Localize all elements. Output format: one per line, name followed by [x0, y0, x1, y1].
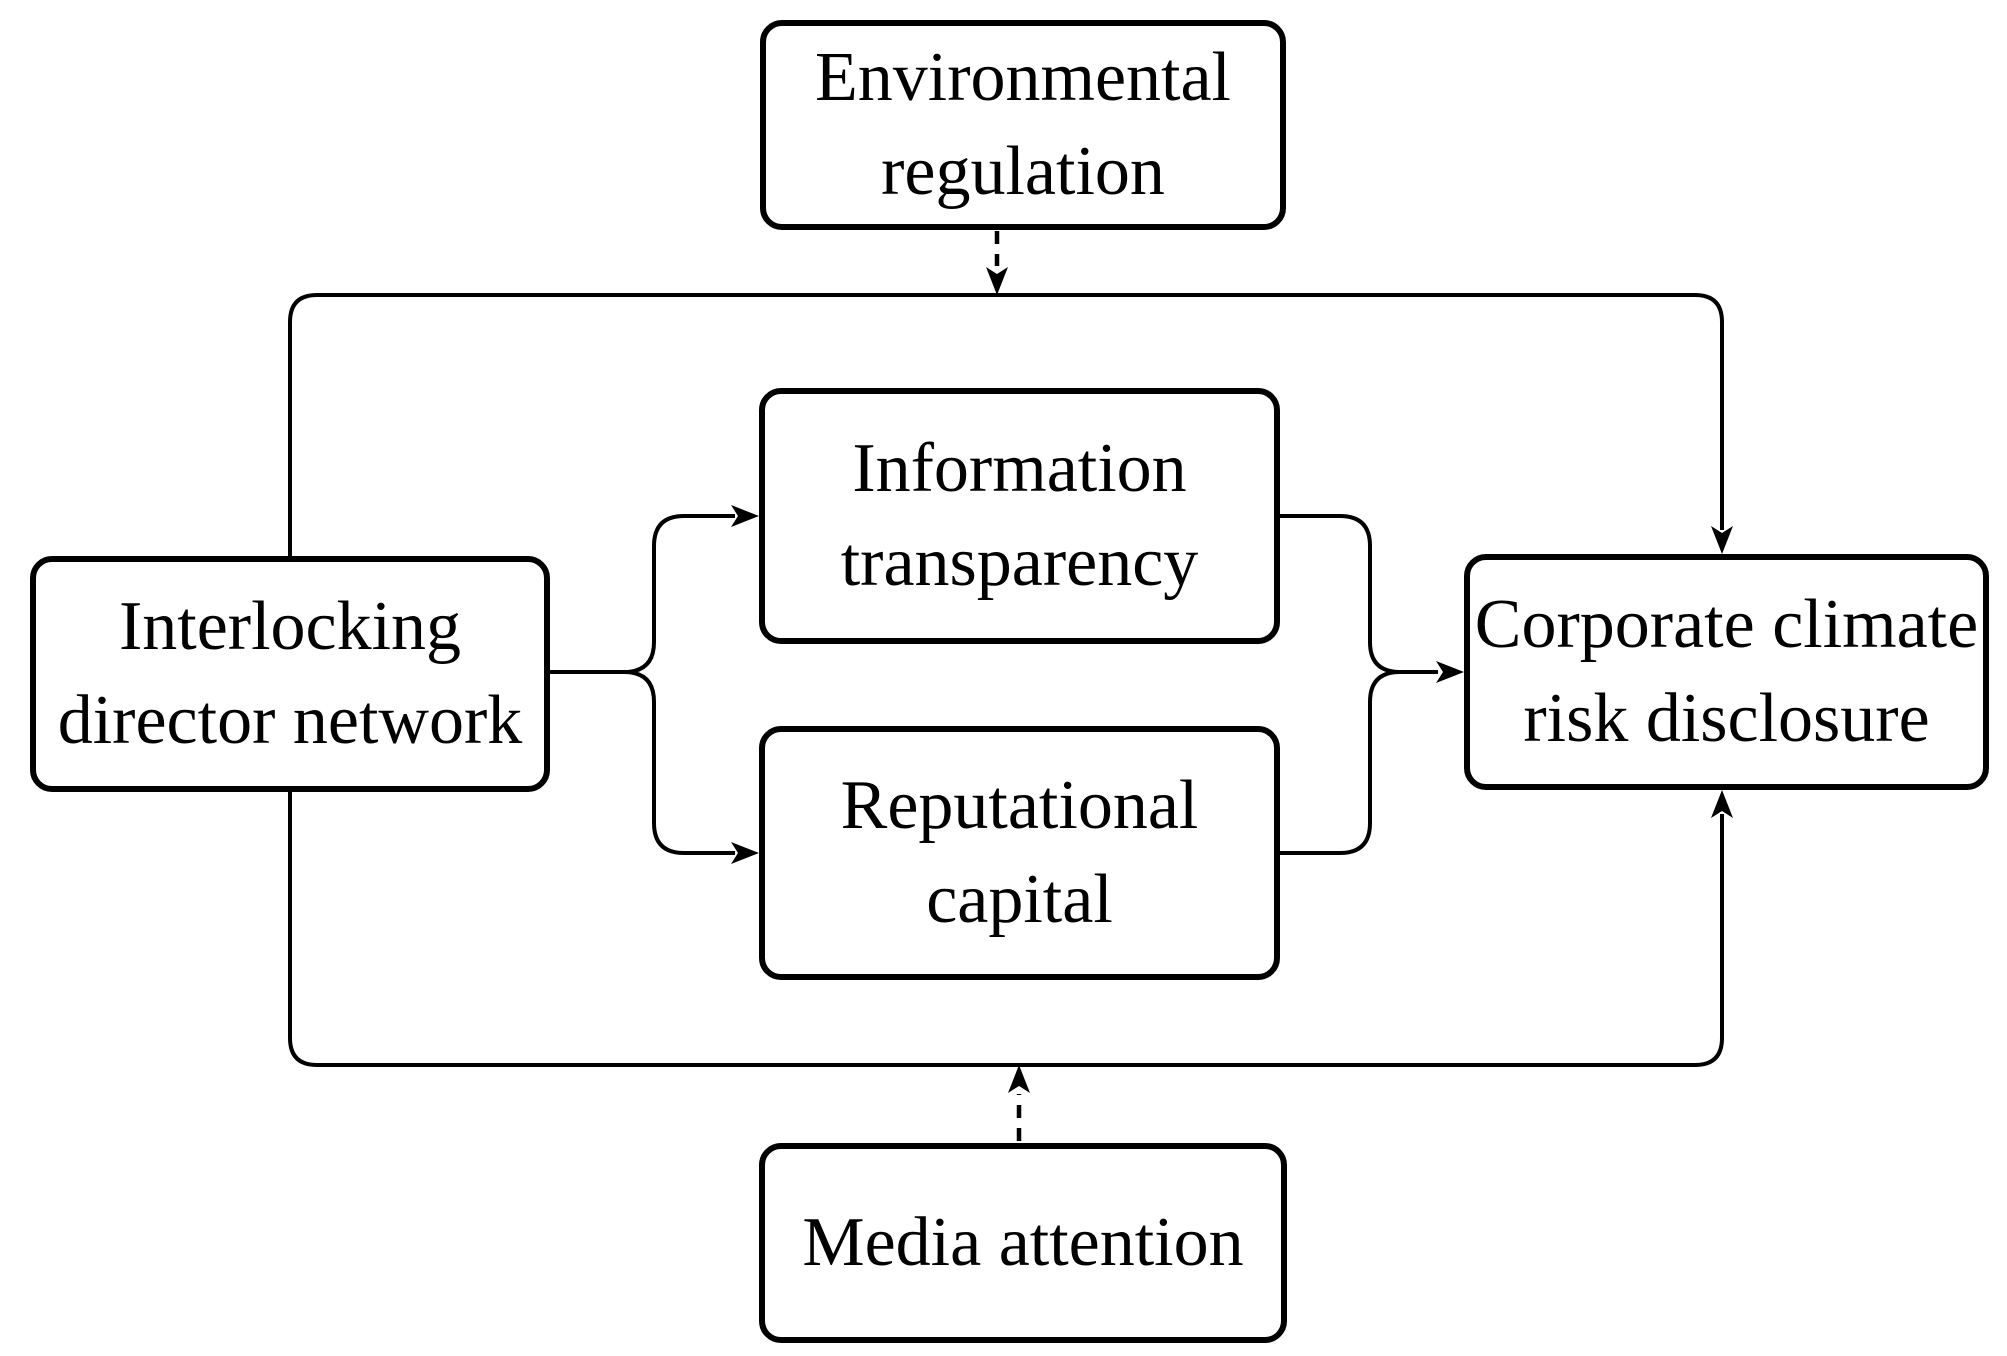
arrowhead-right-icon — [731, 505, 759, 527]
node-label-line: risk disclosure — [1523, 680, 1930, 757]
arrow-interlock-bottom-route-to-disclosure — [288, 792, 1724, 1067]
node-label-line: director network — [57, 682, 523, 759]
node-label-line: transparency — [840, 524, 1199, 601]
node-label-line: Reputational — [840, 767, 1199, 844]
node-label-line: Media attention — [802, 1204, 1244, 1281]
arrowhead-up-icon — [1711, 790, 1733, 818]
node-interlocking-director-network: Interlocking director network — [30, 556, 550, 792]
merge-from-information-transparency — [1280, 514, 1401, 674]
arrow-interlock-to-reputational-capital — [550, 670, 735, 855]
node-label-line: Interlocking — [118, 588, 462, 665]
arrowhead-right-icon — [1436, 661, 1464, 683]
node-label-line: Corporate climate — [1474, 586, 1979, 663]
node-label-line: regulation — [881, 133, 1165, 210]
arrowhead-down-icon — [986, 267, 1008, 295]
arrow-interlock-top-route-to-disclosure — [288, 293, 1724, 556]
node-reputational-capital: Reputational capital — [759, 726, 1280, 980]
node-environmental-regulation: Environmental regulation — [760, 20, 1286, 230]
arrow-interlock-to-information-transparency — [550, 514, 735, 674]
node-label-line: Environmental — [814, 39, 1231, 116]
node-information-transparency: Information transparency — [759, 388, 1280, 644]
merge-from-reputational-capital — [1280, 670, 1401, 855]
node-media-attention: Media attention — [759, 1143, 1287, 1343]
arrowhead-up-icon — [1008, 1065, 1030, 1093]
node-label-line: Information — [852, 430, 1187, 507]
node-corporate-climate-risk-disclosure: Corporate climate risk disclosure — [1464, 554, 1989, 790]
arrowhead-right-icon — [731, 842, 759, 864]
node-label-line: capital — [926, 861, 1113, 938]
arrowhead-down-icon — [1711, 526, 1733, 554]
